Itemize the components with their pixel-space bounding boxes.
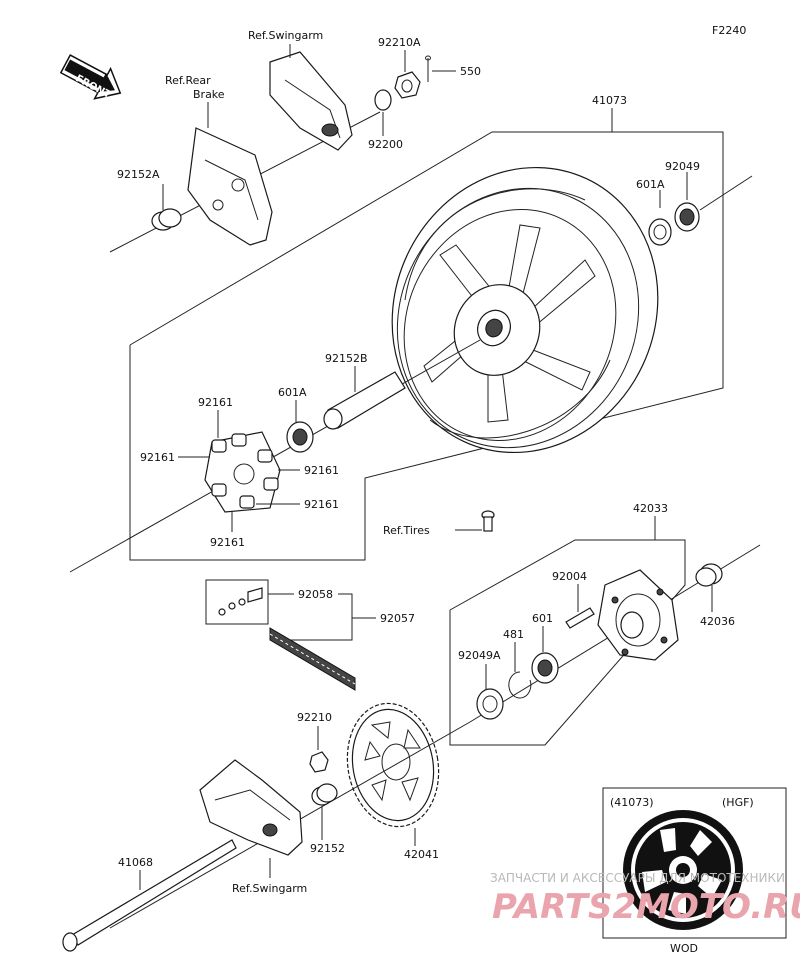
part-92152b-label: 92152B <box>325 352 368 365</box>
washer-92200 <box>374 89 392 111</box>
watermark-logo: PARTS2MOTO.RU <box>492 887 800 927</box>
master-link-92058 <box>205 579 269 625</box>
nut-92210 <box>309 751 329 773</box>
oil-seal-92049 <box>674 202 700 232</box>
oil-seal-92049a <box>476 688 504 720</box>
part-92200-label: 92200 <box>368 138 403 151</box>
part-42041-label: 42041 <box>404 848 439 861</box>
part-92058-label: 92058 <box>298 588 333 601</box>
part-92161-label-d: 92161 <box>304 498 339 511</box>
part-41073-label: 41073 <box>592 94 627 107</box>
ref-rear-brake-label-1: Ref.Rear <box>165 74 211 87</box>
part-42033-label: 42033 <box>633 502 668 515</box>
front-arrow-icon <box>59 54 122 100</box>
part-92210a-label: 92210A <box>378 36 421 49</box>
swingarm-ref-top <box>269 51 353 151</box>
inset-wheel-icon <box>623 810 743 930</box>
hub-group-frame <box>449 539 686 746</box>
variant-inset-box <box>602 787 787 939</box>
part-92152-label: 92152 <box>310 842 345 855</box>
inset-caption: WOD <box>670 942 698 955</box>
bearing-601a-top <box>648 218 672 246</box>
part-92161-label-c: 92161 <box>304 464 339 477</box>
part-550-label: 550 <box>460 65 481 78</box>
cotter-pin-550 <box>425 55 431 82</box>
rear-brake-bracket <box>187 127 273 246</box>
part-601a-top-label: 601A <box>636 178 665 191</box>
tire-valve-icon <box>481 510 495 532</box>
ref-swingarm-bottom-label: Ref.Swingarm <box>232 882 307 895</box>
part-601-label: 601 <box>532 612 553 625</box>
sprocket-hub-coupling <box>597 569 679 661</box>
ref-tires-label: Ref.Tires <box>383 524 430 537</box>
axle-line-mid <box>69 339 481 573</box>
watermark-tagline: ЗАПЧАСТИ И АКСЕССУАРЫ ДЛЯ МОТОТЕХНИКИ <box>490 871 785 885</box>
inset-variant-label: (HGF) <box>722 796 754 809</box>
part-42036-label: 42036 <box>700 615 735 628</box>
part-92210-label: 92210 <box>297 711 332 724</box>
rear-axle-41068 <box>62 839 237 952</box>
nut-92210a <box>394 71 421 99</box>
part-92049a-label: 92049A <box>458 649 501 662</box>
ref-rear-brake-label-2: Brake <box>193 88 225 101</box>
part-92049-label: 92049 <box>665 160 700 173</box>
bearing-601a-mid <box>286 421 314 453</box>
collar-92152a <box>151 208 182 231</box>
figure-code: F2240 <box>712 24 746 37</box>
part-92004-label: 92004 <box>552 570 587 583</box>
part-92057-label: 92057 <box>380 612 415 625</box>
rear-wheel-rim <box>391 166 659 454</box>
stud-92004 <box>565 607 595 629</box>
part-92161-label-b: 92161 <box>140 451 175 464</box>
collar-92152b <box>323 371 406 430</box>
damper-92161 <box>204 431 281 513</box>
rear-sprocket-42041 <box>346 702 440 828</box>
collar-42036 <box>695 563 723 587</box>
part-601a-mid-label: 601A <box>278 386 307 399</box>
circlip-481 <box>508 671 532 699</box>
inset-part-label: (41073) <box>610 796 654 809</box>
part-481-label: 481 <box>503 628 524 641</box>
part-92161-label-a: 92161 <box>198 396 233 409</box>
swingarm-ref-bottom <box>199 759 303 856</box>
part-41068-label: 41068 <box>118 856 153 869</box>
collar-92152 <box>311 783 338 806</box>
part-92152a-label: 92152A <box>117 168 160 181</box>
part-92161-label-e: 92161 <box>210 536 245 549</box>
drive-chain-92057 <box>269 627 356 691</box>
ref-swingarm-top-label: Ref.Swingarm <box>248 29 323 42</box>
bearing-601 <box>531 652 559 684</box>
